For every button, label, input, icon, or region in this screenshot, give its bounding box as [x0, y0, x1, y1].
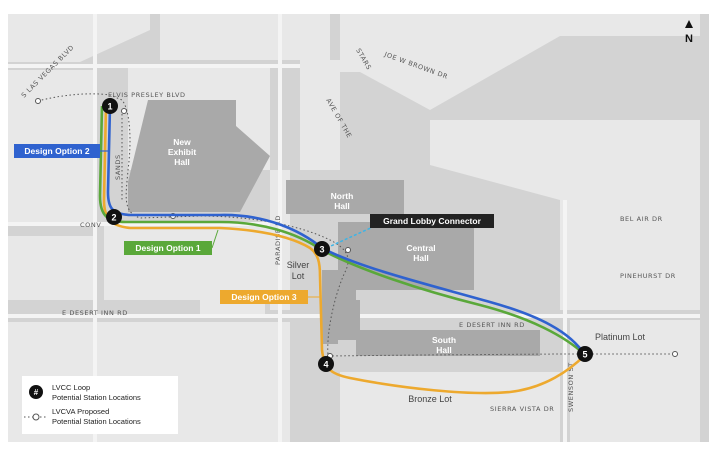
proposed-station-marker [672, 351, 678, 357]
city-blocks [8, 14, 700, 442]
label-grand-lobby-connector: Grand Lobby Connector [370, 214, 494, 228]
svg-text:Design Option 1: Design Option 1 [135, 243, 200, 253]
label-platinum-lot: Platinum Lot [595, 332, 646, 342]
proposed-station-marker [121, 108, 127, 114]
svg-text:3: 3 [319, 245, 324, 255]
label-north-hall: North Hall [331, 191, 354, 211]
label-bronze-lot: Bronze Lot [408, 394, 452, 404]
street-elvis-presley: ELVIS PRESLEY BLVD [108, 91, 186, 99]
street-paradise-rd: PARADISE RD [274, 215, 282, 265]
legend-loop-station-icon: # [29, 385, 43, 399]
legend-proposed-line1: LVCVA Proposed [52, 407, 109, 416]
buildings [128, 100, 540, 356]
svg-text:Hall: Hall [174, 157, 190, 167]
street-desert-inn-east: E DESERT INN RD [459, 321, 525, 329]
svg-text:Lot: Lot [292, 271, 305, 281]
building-north-hall [286, 180, 404, 214]
street-bel-air: BEL AIR DR [620, 215, 663, 223]
station-3[interactable]: 3 [314, 241, 330, 257]
roads [8, 14, 700, 442]
street-swenson: SWENSON ST [567, 362, 575, 412]
svg-text:#: # [34, 388, 39, 397]
svg-text:Silver: Silver [287, 260, 310, 270]
legend-loop-line1: LVCC Loop [52, 383, 90, 392]
svg-text:Hall: Hall [334, 201, 350, 211]
svg-text:Grand Lobby Connector: Grand Lobby Connector [383, 216, 481, 226]
label-central-hall: Central Hall [406, 243, 435, 263]
station-2[interactable]: 2 [106, 209, 122, 225]
building-silver-lot-structure [322, 270, 338, 344]
station-5[interactable]: 5 [577, 346, 593, 362]
street-desert-inn-west: E DESERT INN RD [62, 309, 128, 317]
legend-proposed-station-icon [24, 413, 48, 421]
svg-text:Hall: Hall [436, 345, 452, 355]
label-new-exhibit-hall: New Exhibit Hall [168, 137, 197, 167]
proposed-station-marker [345, 247, 351, 253]
label-south-hall: South Hall [432, 335, 456, 355]
svg-text:Exhibit: Exhibit [168, 147, 197, 157]
svg-text:North: North [331, 191, 354, 201]
street-sierra-vista: SIERRA VISTA DR [490, 405, 554, 413]
building-new-exhibit-hall [128, 100, 270, 212]
building-south-hall [338, 300, 540, 356]
svg-text:5: 5 [582, 350, 587, 360]
north-arrow-icon: N [685, 20, 693, 45]
station-4[interactable]: 4 [318, 356, 334, 372]
route-design-option-3 [102, 105, 586, 395]
street-pinehurst: PINEHURST DR [620, 272, 676, 280]
svg-text:1: 1 [107, 102, 112, 112]
label-design-option-3: Design Option 3 [220, 290, 320, 304]
street-sands: SANDS [114, 154, 122, 180]
svg-text:Design Option 3: Design Option 3 [231, 292, 296, 302]
street-convention-center: CONV [80, 221, 101, 229]
svg-text:4: 4 [323, 360, 328, 370]
legend: # LVCC Loop Potential Station Locations … [22, 376, 178, 434]
station-1[interactable]: 1 [102, 98, 118, 114]
svg-text:2: 2 [111, 213, 116, 223]
svg-text:N: N [685, 33, 693, 45]
proposed-station-marker [35, 98, 41, 104]
legend-proposed-line2: Potential Station Locations [52, 417, 141, 426]
legend-loop-line2: Potential Station Locations [52, 393, 141, 402]
label-silver-lot: Silver Lot [287, 260, 310, 281]
svg-text:Central: Central [406, 243, 435, 253]
legend-box [22, 376, 178, 434]
svg-text:New: New [173, 137, 191, 147]
label-design-option-1: Design Option 1 [124, 229, 219, 255]
svg-text:South: South [432, 335, 456, 345]
building-central-hall [338, 214, 474, 300]
route-design-option-2 [106, 105, 587, 356]
svg-text:Design Option 2: Design Option 2 [24, 146, 89, 156]
label-design-option-2: Design Option 2 [14, 144, 108, 158]
proposed-routes [37, 93, 675, 357]
svg-text:Hall: Hall [413, 253, 429, 263]
